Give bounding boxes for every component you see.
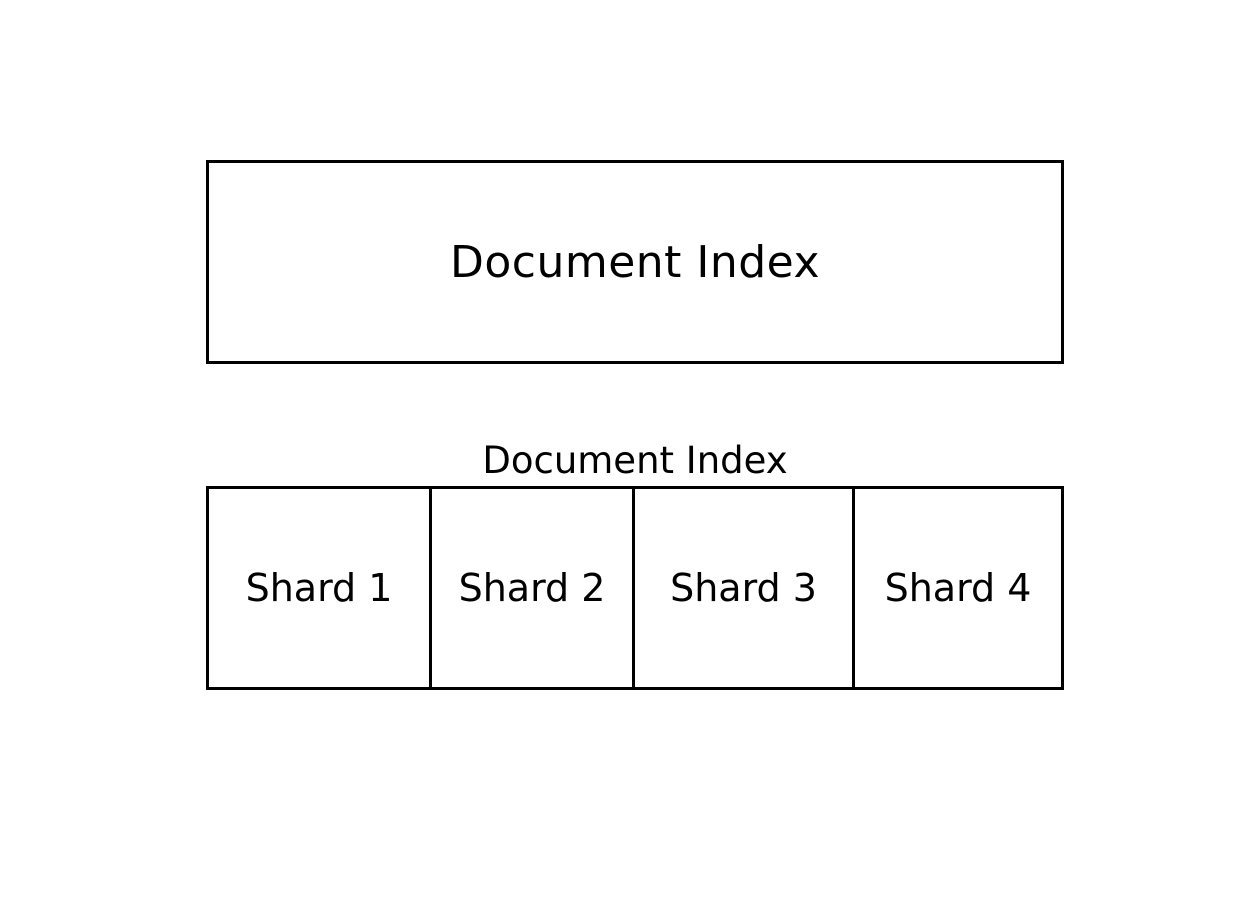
shard-4-label: Shard 4 (884, 566, 1032, 610)
sharded-index-box: Shard 1 Shard 2 Shard 3 Shard 4 (206, 486, 1064, 690)
shard-3-label: Shard 3 (670, 566, 817, 610)
document-index-box: Document Index (206, 160, 1064, 364)
sharded-index-caption: Document Index (482, 439, 788, 482)
shard-3-cell: Shard 3 (635, 489, 855, 687)
shard-1-cell: Shard 1 (209, 489, 432, 687)
shard-2-cell: Shard 2 (432, 489, 635, 687)
shard-1-label: Shard 1 (245, 566, 393, 610)
shard-4-cell: Shard 4 (855, 489, 1061, 687)
shard-2-label: Shard 2 (458, 566, 606, 610)
document-index-label: Document Index (449, 236, 821, 288)
